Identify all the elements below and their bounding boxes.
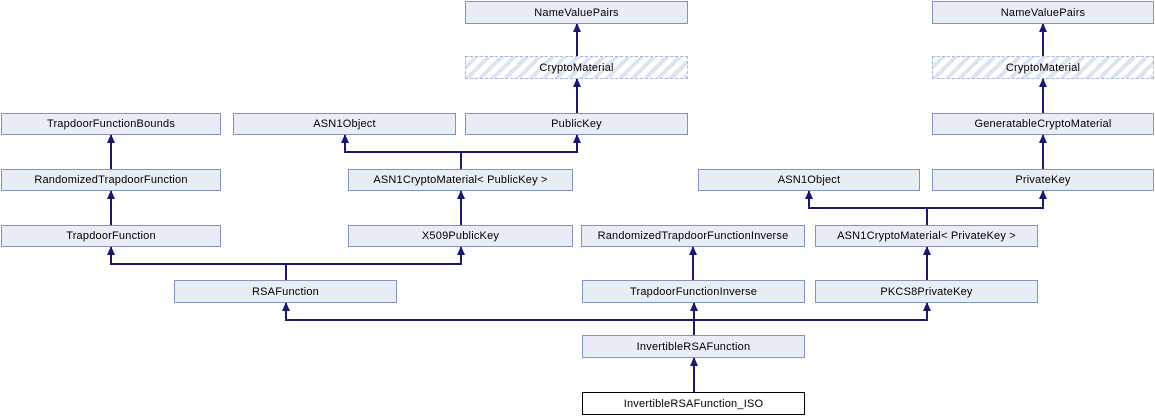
class-node-namevaluepairs_right[interactable]: NameValuePairs [932,1,1154,24]
edge-segment [808,207,1044,209]
inheritance-arrow [107,246,115,255]
inheritance-arrow [689,246,697,255]
edge-segment [285,319,928,321]
inheritance-arrow [690,302,698,311]
class-node-invertiblersafunction_iso[interactable]: InvertibleRSAFunction_ISO [582,392,805,415]
edge-segment [285,264,287,280]
edge-segment [110,135,112,169]
edge-segment [576,135,578,152]
inheritance-arrow [457,190,465,199]
class-node-asn1cryptomaterial_privatekey[interactable]: ASN1CryptoMaterial< PrivateKey > [815,225,1038,247]
class-node-rsafunction[interactable]: RSAFunction [174,280,397,303]
inheritance-arrow [341,134,349,143]
edge-segment [926,303,928,320]
class-node-asn1object_1[interactable]: ASN1Object [233,113,456,135]
edge-segment [1042,135,1044,169]
class-node-randomizedtrapdoorfunctioninverse[interactable]: RandomizedTrapdoorFunctionInverse [581,225,805,247]
inheritance-arrow [1039,190,1047,199]
inheritance-arrow [282,302,290,311]
edge-segment [692,247,694,280]
edge-segment [1042,24,1044,56]
inheritance-arrow [805,190,813,199]
edge-segment [926,208,928,225]
class-node-invertiblersafunction[interactable]: InvertibleRSAFunction [582,335,805,358]
edge-segment [1042,79,1044,113]
class-node-x509publickey[interactable]: X509PublicKey [348,225,573,247]
inheritance-arrow [573,23,581,32]
class-node-pkcs8privatekey[interactable]: PKCS8PrivateKey [815,280,1038,303]
inheritance-arrow [457,246,465,255]
class-node-trapdoorfunctioninverse[interactable]: TrapdoorFunctionInverse [582,280,805,303]
class-node-namevaluepairs_left[interactable]: NameValuePairs [465,1,688,24]
edge-segment [1042,191,1044,208]
edge-segment [693,320,695,335]
edge-segment [285,303,287,320]
edge-segment [460,191,462,225]
inheritance-arrow [923,246,931,255]
inheritance-arrow [1039,134,1047,143]
edge-segment [344,151,578,153]
edge-segment [344,135,346,152]
class-node-privatekey[interactable]: PrivateKey [932,169,1154,191]
class-node-cryptomaterial_right[interactable]: CryptoMaterial [932,56,1154,79]
class-node-cryptomaterial_left[interactable]: CryptoMaterial [465,56,688,79]
inheritance-arrow [1039,78,1047,87]
inheritance-arrow [107,190,115,199]
inheritance-arrow [923,302,931,311]
class-node-trapdoorfunction[interactable]: TrapdoorFunction [1,225,221,247]
inheritance-arrow [573,134,581,143]
edge-segment [110,263,462,265]
inheritance-arrow [690,357,698,366]
edge-segment [110,247,112,264]
inheritance-arrow [107,134,115,143]
edge-segment [808,191,810,208]
class-node-asn1cryptomaterial_publickey[interactable]: ASN1CryptoMaterial< PublicKey > [348,169,573,191]
edge-segment [693,358,695,392]
class-node-trapdoorfunctionbounds[interactable]: TrapdoorFunctionBounds [1,113,221,135]
edge-segment [460,152,462,169]
edge-segment [110,191,112,225]
inheritance-arrow [1039,23,1047,32]
inheritance-arrow [573,78,581,87]
edge-segment [576,24,578,56]
class-node-generatablecryptomaterial[interactable]: GeneratableCryptoMaterial [932,113,1154,135]
edge-segment [693,303,695,320]
edge-segment [576,79,578,113]
edge-segment [460,247,462,264]
edge-segment [926,247,928,280]
class-node-randomizedtrapdoorfunction[interactable]: RandomizedTrapdoorFunction [1,169,221,191]
class-node-publickey[interactable]: PublicKey [465,113,688,135]
class-node-asn1object_2[interactable]: ASN1Object [698,169,920,191]
